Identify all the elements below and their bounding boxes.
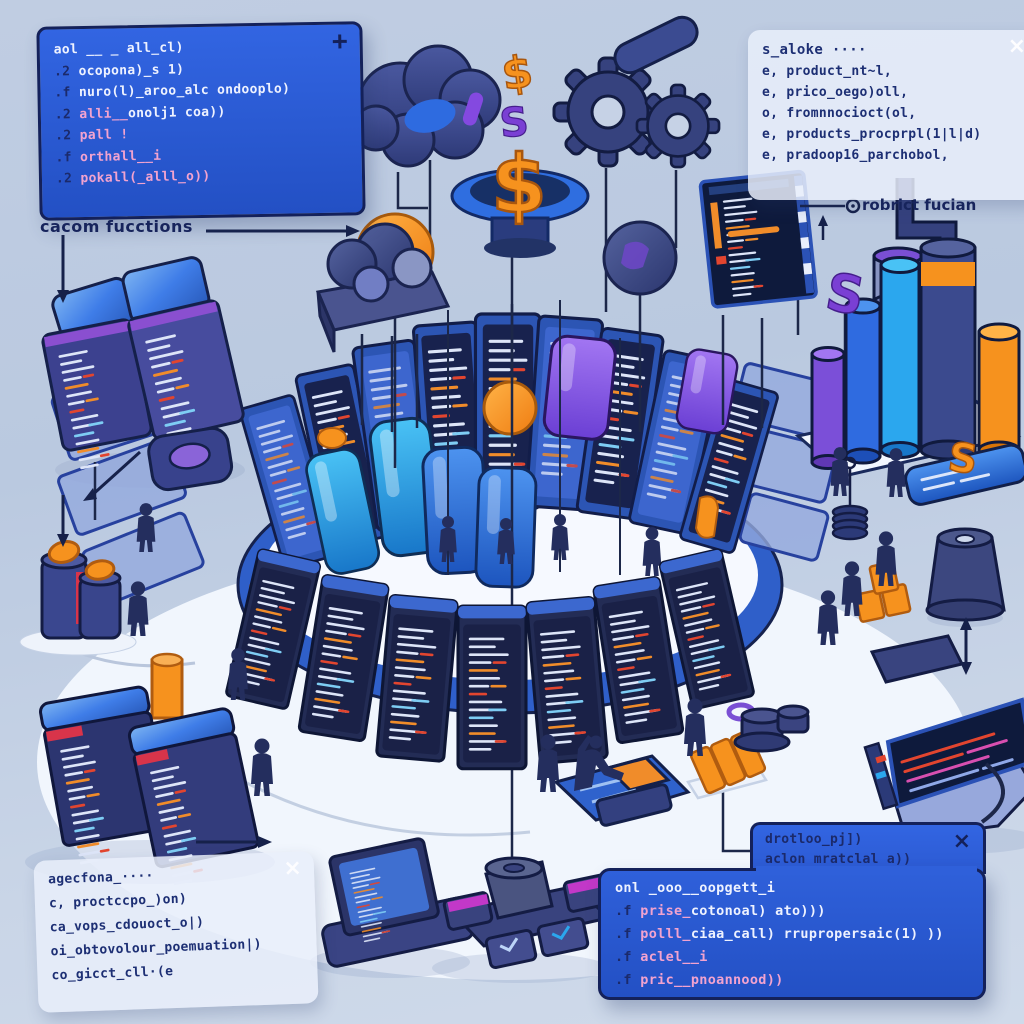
bar-cylinder-purple bbox=[810, 346, 846, 470]
code-line: .f prise_cotonoal) ato))) bbox=[615, 903, 826, 919]
keyboard-ramp bbox=[553, 754, 691, 827]
close-icon[interactable]: × bbox=[952, 829, 971, 854]
button-block bbox=[147, 426, 234, 492]
database-cubes bbox=[41, 256, 245, 492]
code-line: drotloo_pj]) bbox=[765, 832, 863, 847]
close-icon[interactable]: × bbox=[1007, 34, 1024, 59]
barrel-icons bbox=[40, 540, 122, 640]
bar-cylinder-cyan bbox=[879, 256, 921, 459]
code-panel-bottom-right: × drotloo_pj]) aclon mratclal a)) onl _o… bbox=[598, 822, 986, 1000]
custom-functions-label: cacom fucctions bbox=[40, 217, 193, 236]
bar-chart: S bbox=[794, 178, 1022, 478]
navy-sphere-facet bbox=[621, 241, 649, 270]
dollar-icon: $ bbox=[491, 138, 547, 231]
add-icon[interactable]: + bbox=[331, 26, 348, 57]
code-line: e, prico_oego)oll, bbox=[762, 85, 909, 100]
code-line: e, product_nt~l, bbox=[762, 64, 893, 79]
code-line: aclon mratclal a)) bbox=[765, 852, 912, 867]
bar-cylinder-orange bbox=[977, 322, 1021, 460]
server-monitor bbox=[863, 634, 1024, 840]
antenna-pedestal bbox=[442, 856, 614, 970]
capsule-shape bbox=[613, 15, 699, 75]
code-panel-tab: × drotloo_pj]) aclon mratclal a)) bbox=[750, 822, 986, 874]
s-glyph-icon: S bbox=[945, 434, 980, 484]
gear-icon bbox=[635, 83, 721, 169]
s-glyph-icon: S bbox=[498, 99, 531, 147]
hat-cylinders bbox=[726, 702, 810, 753]
bar-cylinder-blue bbox=[844, 297, 882, 465]
cone-object bbox=[925, 527, 1006, 622]
dollar-icon: $ bbox=[498, 46, 535, 101]
gear-icon bbox=[552, 56, 664, 168]
code-line: onl _ooo__oopgett_i bbox=[615, 880, 776, 896]
code-line: e, pradoop16_parchobol, bbox=[762, 148, 949, 163]
monitor-block bbox=[321, 837, 475, 968]
code-panel-body: onl _ooo__oopgett_i .f prise_cotonoal) a… bbox=[598, 868, 986, 1000]
code-line: .f aclel__i bbox=[615, 949, 708, 965]
cloud-icon bbox=[352, 44, 502, 168]
bar-cylinder-navy bbox=[919, 237, 977, 461]
sphere-cluster-pedestal bbox=[315, 222, 451, 353]
coil-stack bbox=[831, 456, 869, 541]
object-function-label: robrict fucian bbox=[862, 196, 977, 214]
close-icon[interactable]: × bbox=[282, 855, 303, 882]
function-panel-bottom-left: × agecfona_···· c, proctccpo_)on) ca_vop… bbox=[33, 851, 319, 1013]
blue-bar-slab bbox=[904, 443, 1024, 506]
kneeling-figure bbox=[574, 735, 624, 791]
target-bullet-icon bbox=[845, 198, 861, 214]
function-panel-top-right: × s_aloke ···· e, product_nt~l, e, prico… bbox=[748, 30, 1024, 200]
code-line: .f pric__pnoannood)) bbox=[615, 972, 784, 988]
dollar-stack: $ S $ bbox=[450, 45, 590, 258]
code-line: e, products_procprpl(1|l|d) bbox=[762, 127, 982, 142]
annotation-arrows bbox=[57, 198, 972, 848]
orange-sphere-center bbox=[482, 380, 538, 436]
code-line: o, fromnnocioct(ol, bbox=[762, 106, 917, 121]
panel-seam bbox=[756, 866, 977, 875]
server-boxes bbox=[39, 652, 260, 886]
panel-title: s_aloke ···· bbox=[762, 42, 867, 58]
code-panel-top-left: + aol __ _ all_cl) .2 ocopona)_s 1) .f n… bbox=[36, 21, 366, 221]
code-line: .f polll_ciaa_call) rrupropersaic(1) )) bbox=[615, 926, 944, 942]
code-line: .2 pokall(_alll_o)) bbox=[55, 168, 211, 187]
